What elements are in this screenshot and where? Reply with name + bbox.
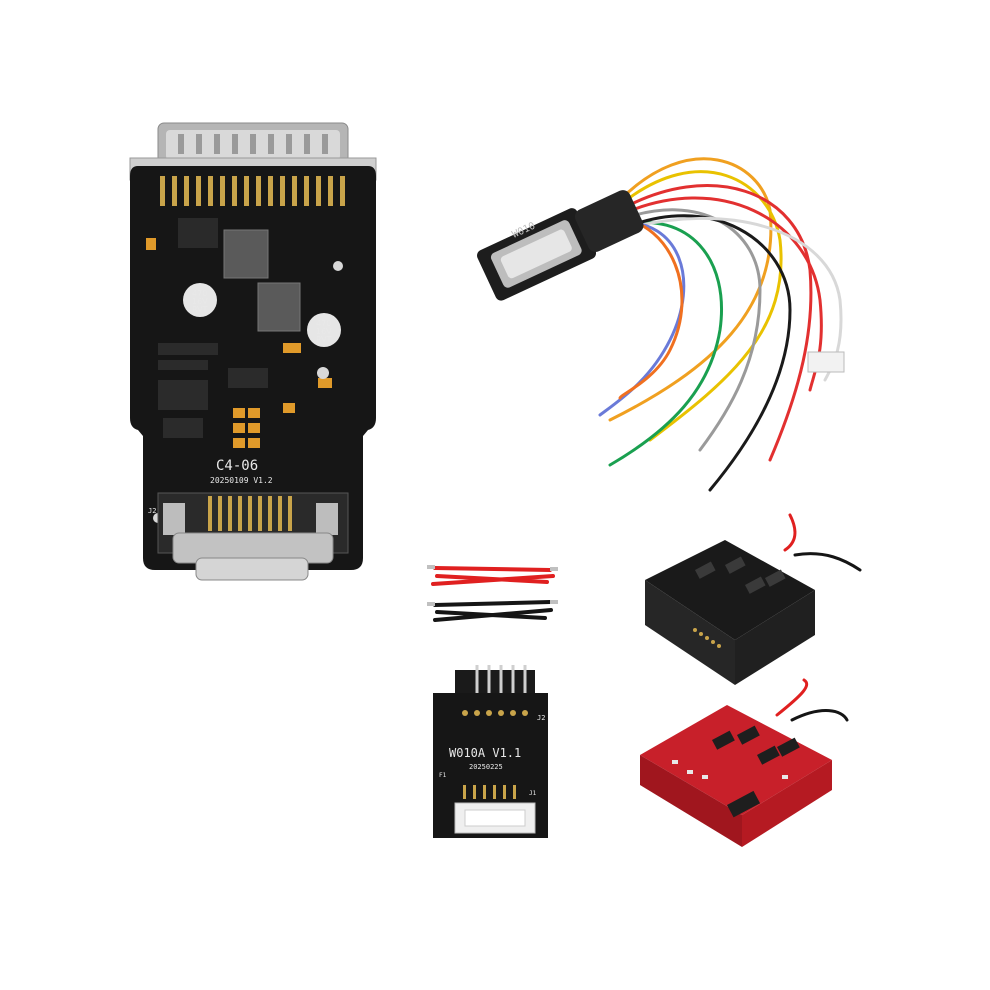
w010a-date-label: 20250225	[469, 763, 503, 771]
main-adapter-connector-label: J2	[148, 507, 156, 515]
cap-right-line1: 470	[316, 319, 331, 328]
main-adapter-date-label: 20250109 V1.2	[210, 476, 273, 485]
w010a-adapter-board: J2 W010A V1.1 20250225 F1 J1	[433, 665, 548, 838]
main-adapter-model-label: C4-06	[216, 458, 258, 474]
cap-left-line3: RVT	[192, 305, 208, 314]
w010a-connector-label: J1	[529, 790, 537, 797]
red-bms-board	[640, 678, 849, 847]
main-adapter-board: 470 16V RVT 470 16V RVT C4-06 20250109 V…	[129, 122, 377, 581]
cap-left-line1: 470	[192, 289, 207, 298]
w010a-header-label: J2	[537, 714, 545, 722]
connector-cable: W010	[477, 157, 845, 492]
black-bms-board	[645, 513, 862, 685]
cap-left-line2: 16V	[192, 297, 208, 306]
jumper-wires	[427, 565, 558, 622]
w010a-fuse-label: F1	[439, 772, 447, 779]
cap-right-line3: RVT	[316, 335, 332, 344]
w010a-model-label: W010A V1.1	[449, 746, 521, 760]
cap-right-line2: 16V	[316, 327, 332, 336]
